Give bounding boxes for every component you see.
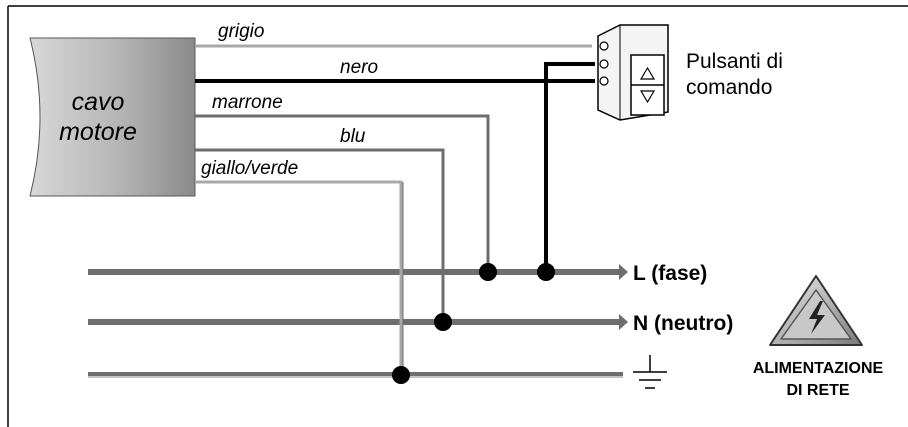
earth-ground-icon bbox=[633, 355, 667, 389]
junction-terra bbox=[392, 366, 410, 384]
wire-blu bbox=[195, 148, 445, 322]
wire-nero-label: nero bbox=[340, 57, 378, 78]
rail-terra bbox=[88, 372, 623, 376]
rail-neutro-label: N (neutro) bbox=[633, 312, 733, 335]
cable-label-line2: motore bbox=[59, 118, 137, 146]
terminal-3 bbox=[599, 76, 609, 86]
terminal-1 bbox=[599, 41, 609, 51]
rail-fase bbox=[88, 269, 623, 275]
terminal-2 bbox=[599, 59, 609, 69]
junction-marrone-fase bbox=[479, 263, 497, 281]
down-arrow-icon bbox=[639, 90, 656, 104]
cable-label-line1: cavo bbox=[72, 88, 125, 116]
wire-blu-label: blu bbox=[340, 126, 366, 147]
up-arrow-icon bbox=[639, 66, 656, 80]
switch-device bbox=[597, 24, 669, 121]
wire-giallo-verde bbox=[195, 180, 403, 376]
junction-blu-neutro bbox=[434, 313, 452, 331]
rail-neutro-arrow bbox=[619, 314, 628, 330]
warning-label-line2: DI RETE bbox=[786, 382, 849, 399]
high-voltage-warning-icon bbox=[769, 275, 863, 346]
switch-label-line1: Pulsanti di bbox=[686, 50, 783, 73]
rail-neutro bbox=[88, 319, 623, 325]
rail-fase-arrow bbox=[619, 264, 628, 280]
rail-terra-highlight bbox=[88, 376, 623, 378]
wire-marrone bbox=[195, 114, 490, 272]
rail-fase-label: L (fase) bbox=[633, 262, 707, 285]
switch-label-line2: comando bbox=[686, 76, 772, 99]
motor-cable bbox=[29, 37, 196, 197]
warning-label-line1: ALIMENTAZIONE bbox=[753, 360, 884, 377]
wire-marrone-label: marrone bbox=[212, 92, 283, 113]
wire-switch-feed bbox=[544, 62, 595, 272]
wire-grigio-label: grigio bbox=[218, 21, 264, 42]
wire-giallo-verde-label: giallo/verde bbox=[201, 158, 298, 179]
junction-switch-fase bbox=[537, 263, 555, 281]
